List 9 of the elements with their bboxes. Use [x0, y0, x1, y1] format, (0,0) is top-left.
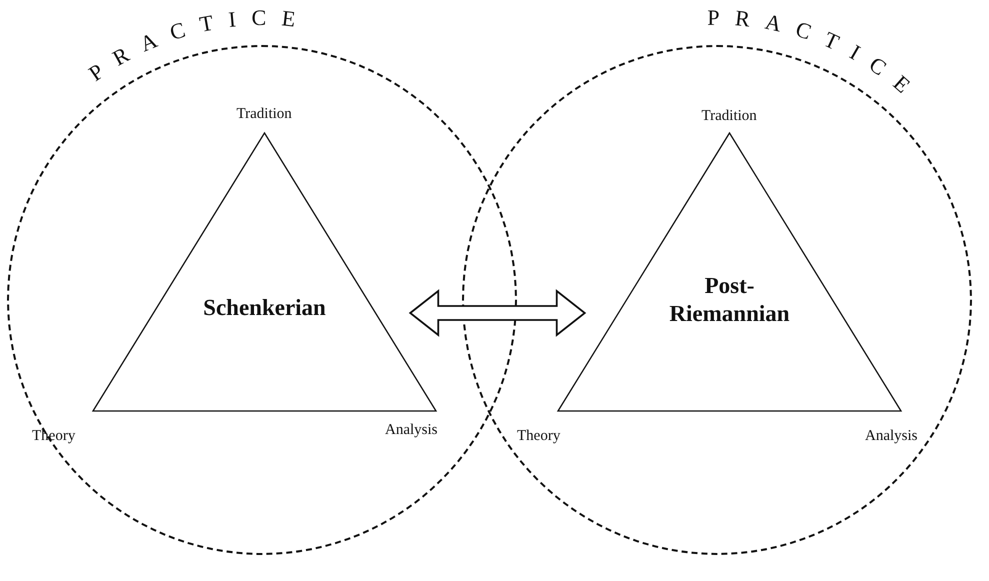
vertex-label: Analysis	[865, 428, 918, 445]
double-arrow	[408, 289, 586, 337]
vertex-label: Analysis	[385, 422, 438, 439]
triangle-label: Post- Riemannian	[668, 272, 791, 328]
vertex-label: Theory	[517, 428, 560, 445]
vertex-label: Tradition	[702, 108, 757, 125]
vertex-label: Tradition	[236, 106, 292, 123]
vertex-label: Theory	[32, 428, 76, 445]
triangle-label: Schenkerian	[202, 294, 327, 322]
